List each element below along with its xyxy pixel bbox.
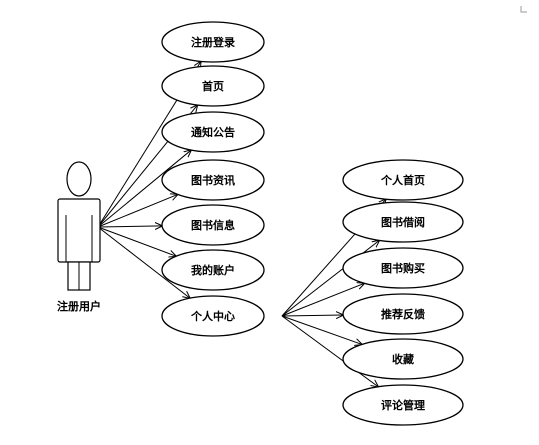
sub-use-case-book-borrow-ellipse (342, 201, 464, 243)
sub-use-case-comment-manage[interactable]: 评论管理 (342, 384, 464, 426)
use-case-book-info[interactable]: 图书资讯 (161, 159, 265, 201)
sub-use-case-book-borrow-label: 图书借阅 (381, 215, 425, 229)
use-case-register-login-ellipse (161, 21, 265, 63)
use-case-book-detail-ellipse (161, 204, 265, 246)
corner-mark (520, 6, 527, 13)
arrow-to-favorites (281, 315, 362, 344)
use-case-recharge-ellipse (161, 249, 265, 291)
use-case-book-info-ellipse (161, 159, 265, 201)
use-case-home-ellipse (161, 65, 265, 107)
sub-use-case-book-purchase[interactable]: 图书购买 (342, 247, 464, 289)
use-case-book-info-label: 图书资讯 (191, 173, 235, 187)
actor-head (66, 161, 92, 197)
sub-use-case-favorites[interactable]: 收藏 (342, 338, 464, 380)
use-case-personal-center-label: 个人中心 (190, 309, 235, 323)
use-case-register-login[interactable]: 注册登录 (161, 21, 265, 63)
arrow-to-recharge (97, 226, 176, 256)
use-case-book-detail[interactable]: 图书信息 (161, 204, 265, 246)
arrow-to-notice (97, 150, 191, 228)
use-case-personal-center-ellipse (161, 295, 265, 337)
use-case-home-label: 首页 (202, 79, 224, 93)
sub-use-case-favorites-ellipse (342, 338, 464, 380)
actor-figure: 注册用户 (57, 161, 101, 313)
actor-label: 注册用户 (57, 299, 101, 313)
use-case-personal-center[interactable]: 个人中心 (161, 295, 265, 337)
use-case-book-detail-label: 图书信息 (191, 218, 235, 232)
arrow-to-comment-manage (281, 315, 378, 387)
sub-use-case-feedback[interactable]: 推荐反馈 (342, 293, 464, 335)
sub-use-case-book-borrow[interactable]: 图书借阅 (342, 201, 464, 243)
use-case-recharge[interactable]: 我的账户 (161, 249, 265, 291)
sub-use-case-personal-home-label: 个人首页 (380, 173, 425, 187)
sub-use-case-book-purchase-label: 图书购买 (381, 261, 425, 275)
arrow-to-personal-center (97, 226, 190, 298)
sub-use-case-book-purchase-ellipse (342, 247, 464, 289)
sub-use-case-comment-manage-label: 评论管理 (381, 398, 425, 412)
arrow-to-book-detail (97, 226, 162, 227)
use-case-notice-ellipse (161, 111, 265, 153)
sub-use-case-favorites-label: 收藏 (392, 352, 414, 366)
sub-use-case-feedback-ellipse (342, 293, 464, 335)
use-case-register-login-label: 注册登录 (191, 35, 235, 49)
use-case-notice-label: 通知公告 (191, 125, 235, 139)
arrow-to-book-info (97, 194, 178, 228)
sub-use-case-feedback-label: 推荐反馈 (381, 307, 425, 321)
use-case-home[interactable]: 首页 (161, 65, 265, 107)
sub-use-case-personal-home-ellipse (342, 159, 464, 201)
use-case-recharge-label: 我的账户 (191, 263, 235, 277)
use-case-notice[interactable]: 通知公告 (161, 111, 265, 153)
association-lines (97, 61, 386, 387)
arrow-to-book-purchase (281, 283, 364, 317)
sub-use-case-comment-manage-ellipse (342, 384, 464, 426)
arrow-to-feedback (281, 315, 343, 316)
actor-body (57, 198, 101, 263)
sub-use-case-personal-home[interactable]: 个人首页 (342, 159, 464, 201)
